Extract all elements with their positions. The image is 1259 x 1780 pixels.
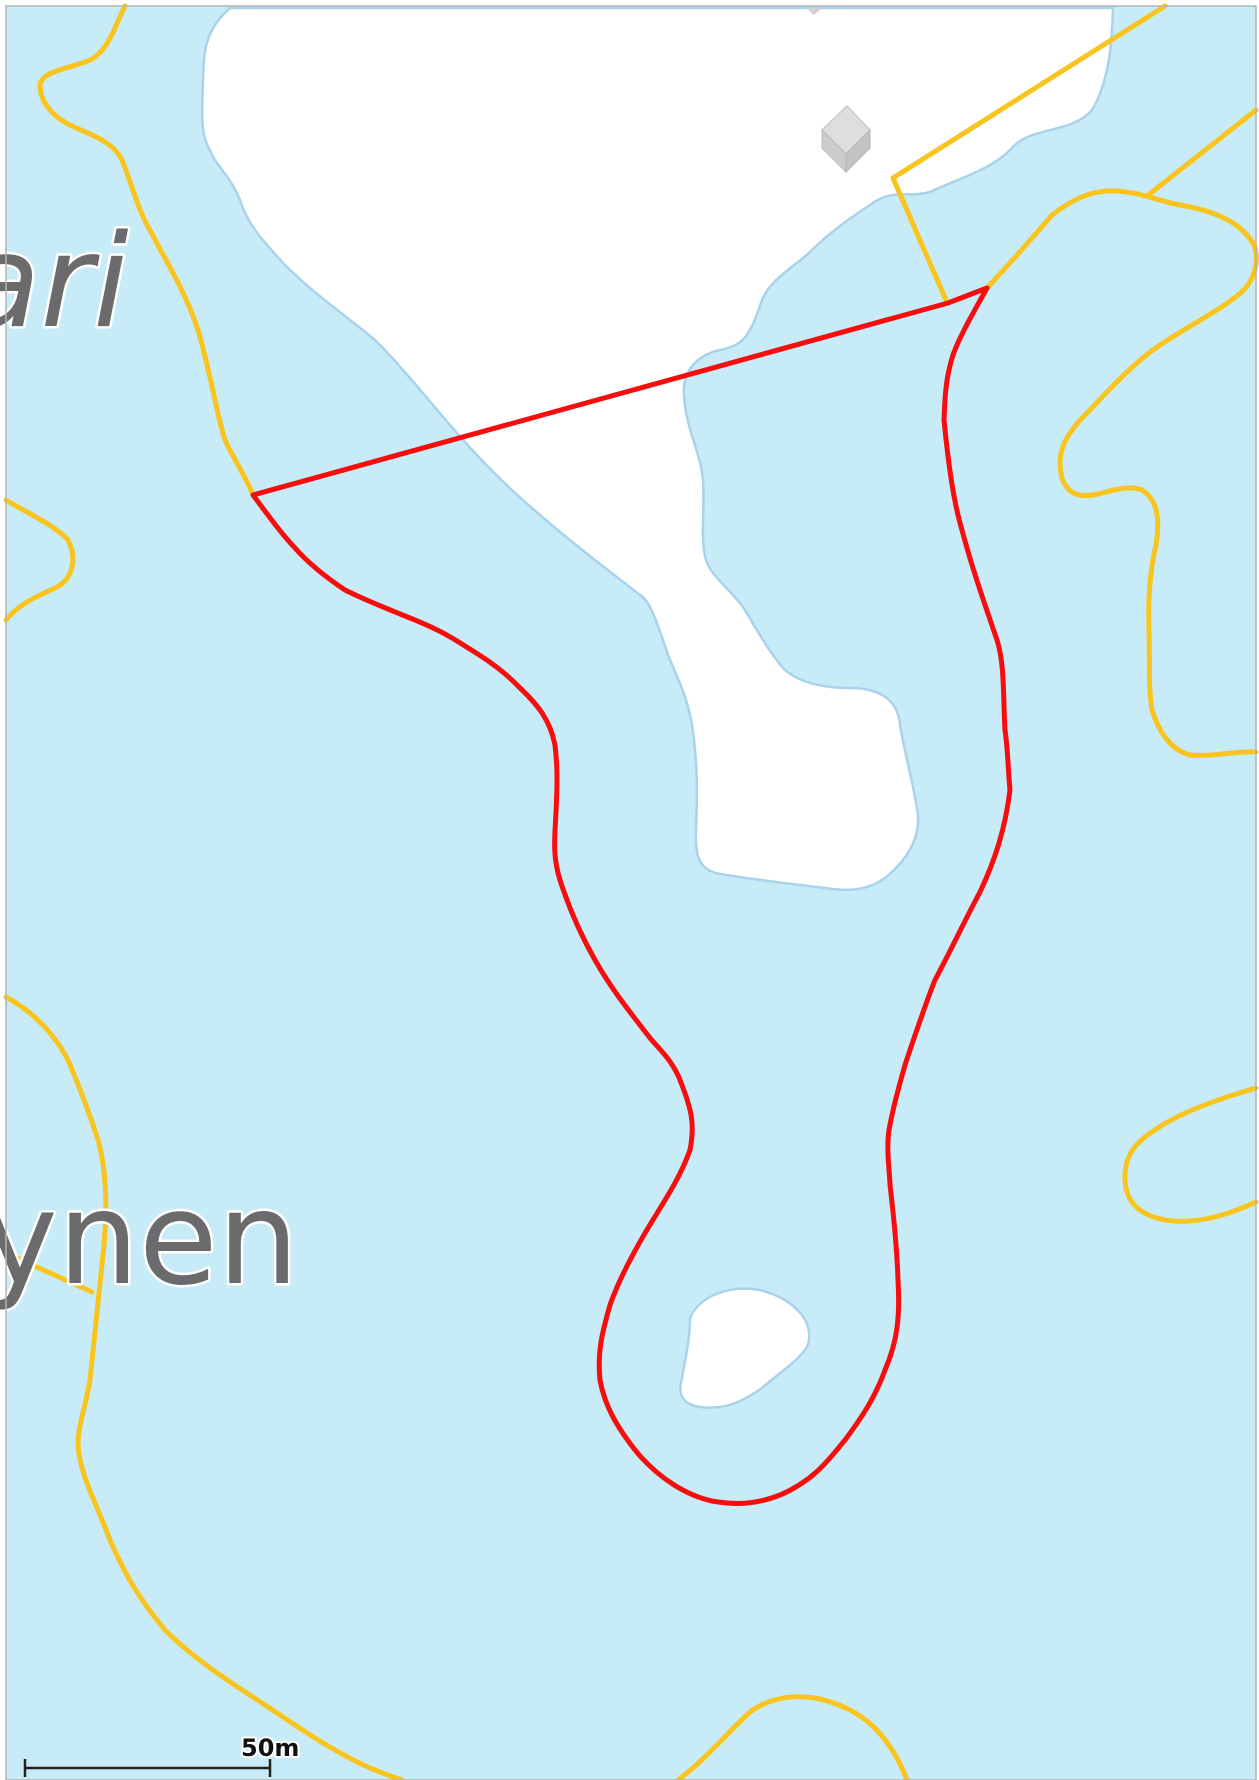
scale-bar-label: 50m xyxy=(241,1734,299,1762)
boundary-line xyxy=(3,1250,95,1295)
building-icon xyxy=(820,104,872,174)
scale-bar: 50m xyxy=(23,1732,301,1777)
boundary-line xyxy=(3,994,405,1780)
island-main xyxy=(200,6,1115,892)
boundary-lines xyxy=(3,3,1259,1780)
boundary-line xyxy=(37,3,256,498)
boundary-line xyxy=(890,3,1168,303)
boundary-line xyxy=(3,497,76,623)
place-label-ari: ari xyxy=(0,208,129,357)
islet xyxy=(679,1287,811,1409)
boundary-line xyxy=(984,188,1259,758)
place-label-ynen: ynen xyxy=(0,1165,299,1314)
boundary-line xyxy=(1122,1085,1259,1224)
land-fragment xyxy=(806,8,822,15)
boundary-line xyxy=(1144,107,1259,199)
boundary-line xyxy=(675,1694,910,1780)
map-frame xyxy=(5,5,1257,1780)
highlighted-area-outline[interactable] xyxy=(250,285,1013,1506)
